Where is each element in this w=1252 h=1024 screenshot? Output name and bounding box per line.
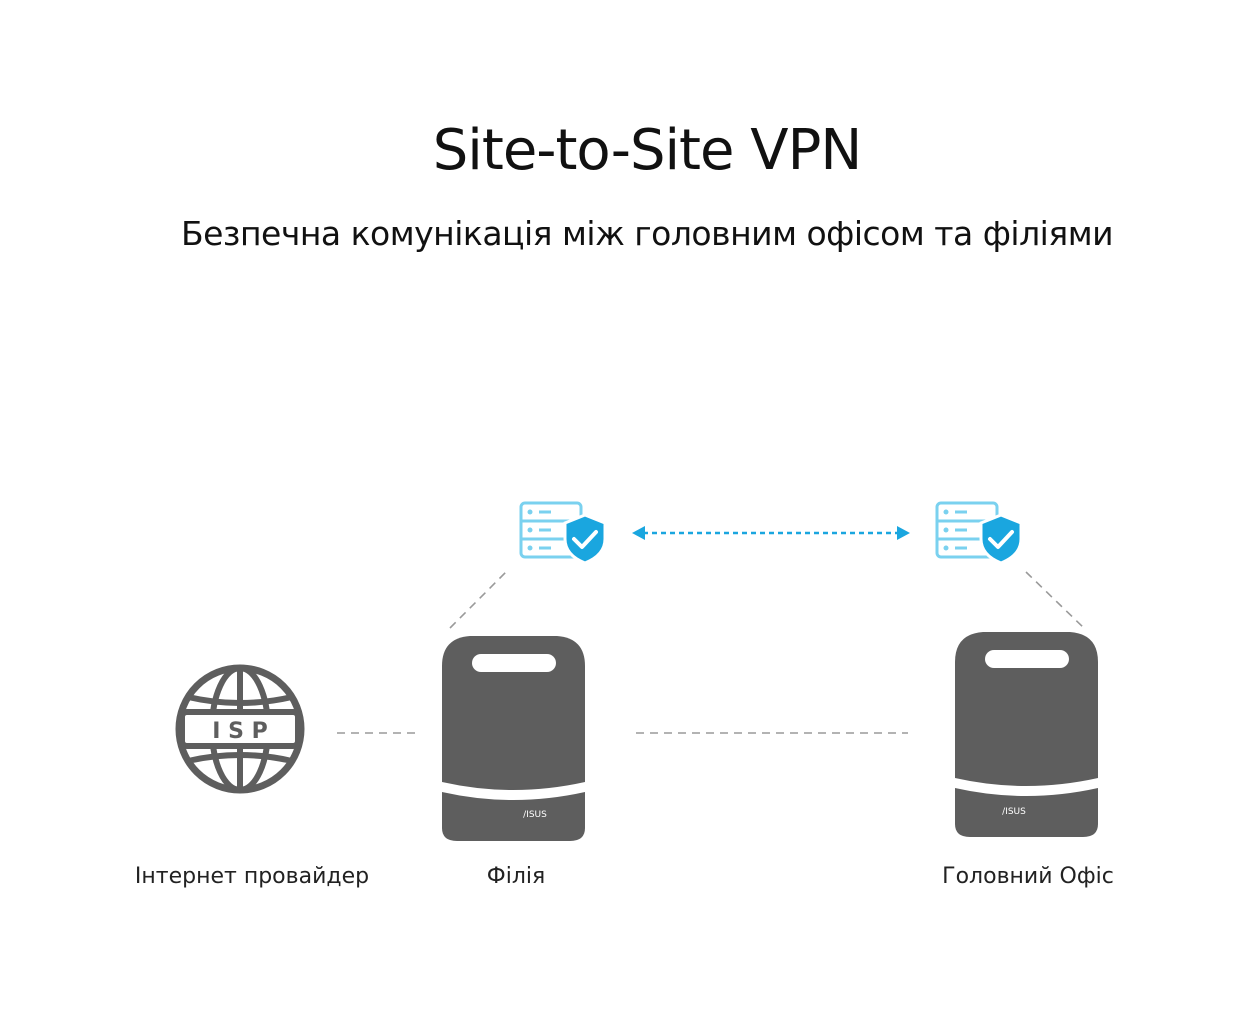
- router-icon: [955, 632, 1098, 837]
- branch-brand: /ISUS: [523, 810, 547, 820]
- hq-label: Головний Офіс: [942, 864, 1114, 889]
- isp-label: Інтернет провайдер: [134, 864, 370, 889]
- page-subtitle: Безпечна комунікація між головним офісом…: [180, 214, 1114, 253]
- hq-brand: /ISUS: [1002, 807, 1026, 817]
- secure-server-icon: [935, 501, 1023, 565]
- router-icon: [442, 636, 585, 841]
- isp-badge-text: I S P: [212, 719, 267, 744]
- hq-server-link: [1025, 571, 1087, 631]
- branch-label: Філія: [486, 864, 546, 889]
- branch-server-link: [449, 571, 507, 629]
- secure-server-icon: [519, 501, 607, 565]
- double-arrow-icon: [632, 526, 910, 540]
- page-title: Site-to-Site VPN: [432, 118, 862, 183]
- globe-icon: [175, 664, 305, 794]
